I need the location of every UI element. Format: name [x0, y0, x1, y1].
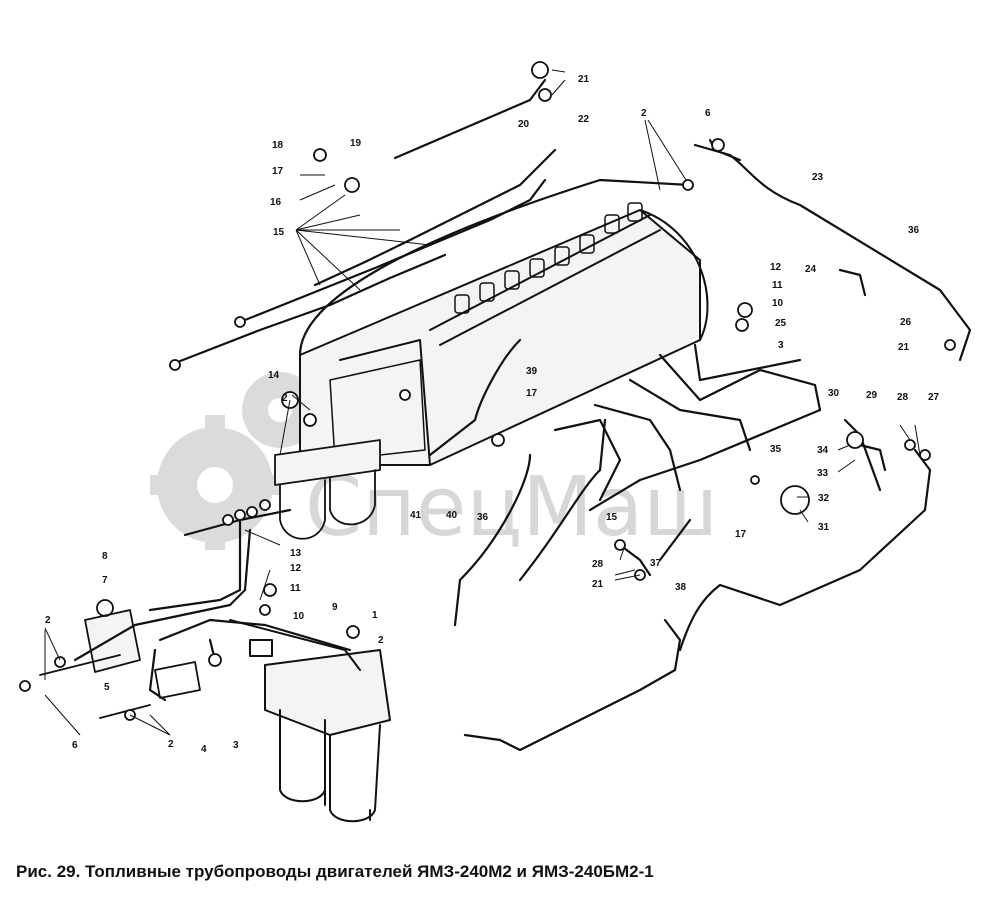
- callout-5: 5: [104, 682, 110, 693]
- callout-20: 20: [518, 119, 530, 130]
- callout-33: 33: [817, 468, 829, 479]
- callout-30: 30: [828, 388, 840, 399]
- callout-23: 23: [812, 172, 824, 183]
- callouts: 21 20 22 2 6 23 18 19 17 16 15 36 24 12 …: [45, 74, 940, 755]
- callout-1: 1: [372, 610, 378, 621]
- callout-2: 2: [45, 615, 51, 626]
- callout-26: 26: [900, 317, 912, 328]
- callout-4: 4: [201, 744, 207, 755]
- callout-10: 10: [772, 298, 784, 309]
- callout-6: 6: [72, 740, 78, 751]
- callout-39: 39: [526, 366, 538, 377]
- callout-12: 12: [290, 563, 302, 574]
- callout-37: 37: [650, 558, 662, 569]
- callout-2: 2: [282, 393, 288, 404]
- callout-2: 2: [378, 635, 384, 646]
- fuel-pump: [299, 202, 709, 466]
- callout-41: 41: [410, 510, 422, 521]
- figure-caption: Рис. 29. Топливные трубопроводы двигател…: [16, 862, 654, 881]
- coarse-filter-assembly: [229, 619, 391, 823]
- callout-19: 19: [350, 138, 362, 149]
- callout-34: 34: [817, 445, 829, 456]
- callout-36: 36: [908, 225, 920, 236]
- callout-3: 3: [233, 740, 239, 751]
- callout-38: 38: [675, 582, 687, 593]
- callout-22: 22: [578, 114, 590, 125]
- callout-13: 13: [290, 548, 302, 559]
- callout-36: 36: [477, 512, 489, 523]
- callout-2: 2: [641, 108, 647, 119]
- callout-11: 11: [772, 280, 783, 291]
- callout-21: 21: [898, 342, 910, 353]
- leader-lines: [44, 69, 921, 736]
- callout-40: 40: [446, 510, 458, 521]
- callout-17: 17: [526, 388, 538, 399]
- callout-7: 7: [102, 575, 108, 586]
- callout-6: 6: [705, 108, 711, 119]
- callout-17: 17: [735, 529, 747, 540]
- callout-28: 28: [897, 392, 909, 403]
- priming-pump: [19, 599, 201, 719]
- fittings: [54, 61, 956, 721]
- callout-9: 9: [332, 602, 338, 613]
- callout-14: 14: [268, 370, 280, 381]
- callout-15: 15: [273, 227, 285, 238]
- fuel-lines-drawing: [19, 61, 972, 823]
- callout-24: 24: [805, 264, 817, 275]
- callout-3: 3: [778, 340, 784, 351]
- callout-16: 16: [270, 197, 282, 208]
- callout-10: 10: [293, 611, 305, 622]
- callout-27: 27: [928, 392, 940, 403]
- callout-15: 15: [606, 512, 618, 523]
- pipelines: [73, 78, 972, 752]
- fine-filters: [274, 439, 381, 540]
- callout-31: 31: [818, 522, 830, 533]
- callout-18: 18: [272, 140, 284, 151]
- callout-25: 25: [775, 318, 787, 329]
- callout-17: 17: [272, 166, 284, 177]
- bracket: [249, 639, 273, 657]
- callout-28: 28: [592, 559, 604, 570]
- callout-35: 35: [770, 444, 782, 455]
- callout-21: 21: [578, 74, 590, 85]
- callout-2: 2: [168, 739, 174, 750]
- callout-11: 11: [290, 583, 301, 594]
- callout-21: 21: [592, 579, 604, 590]
- callout-29: 29: [866, 390, 878, 401]
- callout-32: 32: [818, 493, 830, 504]
- callout-12: 12: [770, 262, 782, 273]
- callout-8: 8: [102, 551, 108, 562]
- injection-sections: [454, 202, 643, 314]
